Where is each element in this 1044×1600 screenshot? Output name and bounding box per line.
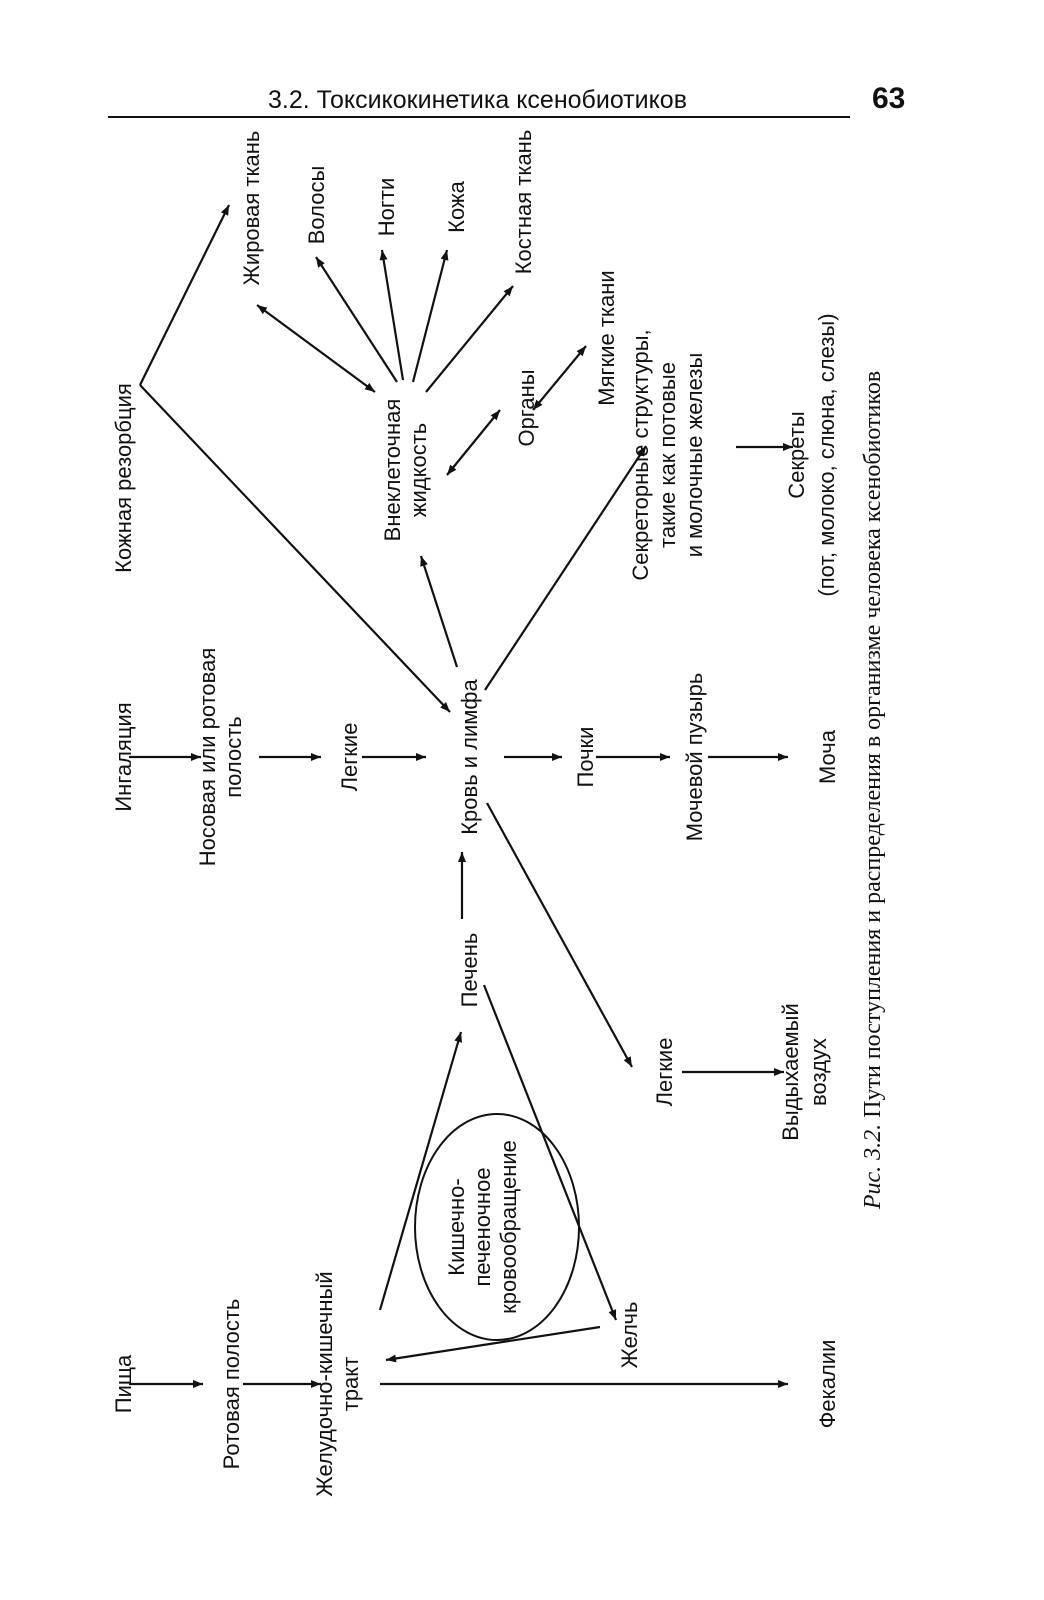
- node-lungs-out: Легкие: [652, 1038, 677, 1107]
- arrow-blood-to-secretory: [484, 445, 647, 691]
- node-secretions-line: Секреты: [784, 411, 809, 498]
- node-gi-tract-line: Желудочно-кишечный: [312, 1271, 337, 1496]
- enterohepatic-circle: [414, 1113, 580, 1341]
- node-secretory-structures-line: и молочные железы: [682, 353, 707, 558]
- node-secretory-structures: Секреторные структуры,такие как потовыеи…: [628, 329, 707, 580]
- arrow-extracellular-nails: [379, 249, 405, 381]
- node-secretory-structures-line: Секреторные структуры,: [628, 329, 653, 580]
- node-bladder: Мочевой пузырь: [682, 673, 707, 842]
- caption-text: Пути поступления и распределения в орган…: [860, 371, 886, 1118]
- arrows: [129, 204, 793, 1388]
- arrow-extracellular-hair: [315, 256, 398, 383]
- node-enterohepatic-line: печеночное: [470, 1167, 495, 1286]
- node-liver: Печень: [457, 933, 482, 1008]
- node-adipose-tissue: Жировая ткань: [239, 131, 264, 286]
- arrow-extracellular-organs: [446, 409, 501, 476]
- node-urine: Моча: [815, 729, 840, 784]
- page-header: 3.2. Токсикокинетика ксенобиотиков 63: [108, 78, 908, 122]
- node-extracellular-fluid-line: жидкость: [406, 423, 431, 518]
- node-hair: Волосы: [304, 166, 329, 245]
- node-extracellular-fluid-line: Внеклеточная: [380, 399, 405, 542]
- node-kidneys: Почки: [573, 727, 598, 788]
- node-enterohepatic-line: кровообращение: [496, 1140, 521, 1314]
- node-lungs-in: Легкие: [337, 723, 362, 792]
- arrow-bile-to-gi: [385, 1325, 601, 1363]
- node-secretory-structures-line: такие как потовые: [655, 362, 680, 548]
- figure-caption: Рис. 3.2. Пути поступления и распределени…: [860, 371, 886, 1210]
- node-exhaled-air-line: Выдыхаемый: [778, 1003, 803, 1141]
- arrow-extracellular-adipose: [256, 304, 376, 393]
- node-nasal-oral-cavity: Носовая или ротоваяполость: [195, 648, 246, 866]
- node-skin-resorption: Кожная резорбция: [111, 383, 136, 573]
- node-gi-tract-line: тракт: [338, 1357, 363, 1412]
- node-enterohepatic: Кишечно-печеночноекровообращение: [444, 1140, 521, 1314]
- node-bile: Желчь: [617, 1302, 642, 1369]
- node-feces: Фекалии: [815, 1340, 840, 1429]
- node-exhaled-air-line: воздух: [806, 1038, 831, 1106]
- page-number: 63: [872, 82, 906, 115]
- node-secretions-line: (пот, молоко, слюна, слезы): [814, 313, 839, 596]
- header-rule: [108, 116, 850, 118]
- node-extracellular-fluid: Внеклеточнаяжидкость: [380, 399, 431, 542]
- node-nails: Ногти: [374, 178, 399, 237]
- node-soft-tissues: Мягкие ткани: [594, 270, 619, 405]
- node-nasal-oral-cavity-line: Носовая или ротовая: [195, 648, 220, 866]
- arrow-gi-to-liver: [378, 1031, 463, 1311]
- node-bone-tissue: Костная ткань: [511, 130, 536, 275]
- node-labels: Кожная резорбция Ингаляция Пища Носовая …: [111, 130, 840, 1497]
- arrow-liver-to-bile: [482, 984, 618, 1321]
- node-gi-tract: Желудочно-кишечныйтракт: [312, 1271, 363, 1496]
- node-organs: Органы: [514, 369, 539, 446]
- arrow-skin-to-adipose: [139, 204, 230, 386]
- caption-label: Рис. 3.2.: [860, 1124, 886, 1210]
- node-skin: Кожа: [444, 180, 469, 233]
- node-blood-lymph: Кровь и лимфа: [457, 678, 482, 834]
- node-oral-cavity: Ротовая полость: [219, 1299, 244, 1470]
- node-secretions: Секреты(пот, молоко, слюна, слезы): [784, 313, 839, 596]
- node-inhalation: Ингаляция: [111, 702, 136, 811]
- arrow-blood-to-extracellular: [419, 555, 459, 668]
- arrow-organs-soft: [532, 345, 587, 411]
- node-enterohepatic-line: Кишечно-: [444, 1178, 469, 1275]
- running-title: 3.2. Токсикокинетика ксенобиотиков: [268, 86, 687, 114]
- arrow-extracellular-skin: [411, 249, 449, 383]
- node-nasal-oral-cavity-line: полость: [221, 716, 246, 798]
- node-food: Пища: [111, 1354, 136, 1413]
- arrow-blood-to-lungs-out: [486, 802, 633, 1068]
- arrow-extracellular-bone: [425, 285, 514, 393]
- arrow-skin-to-blood: [139, 384, 451, 713]
